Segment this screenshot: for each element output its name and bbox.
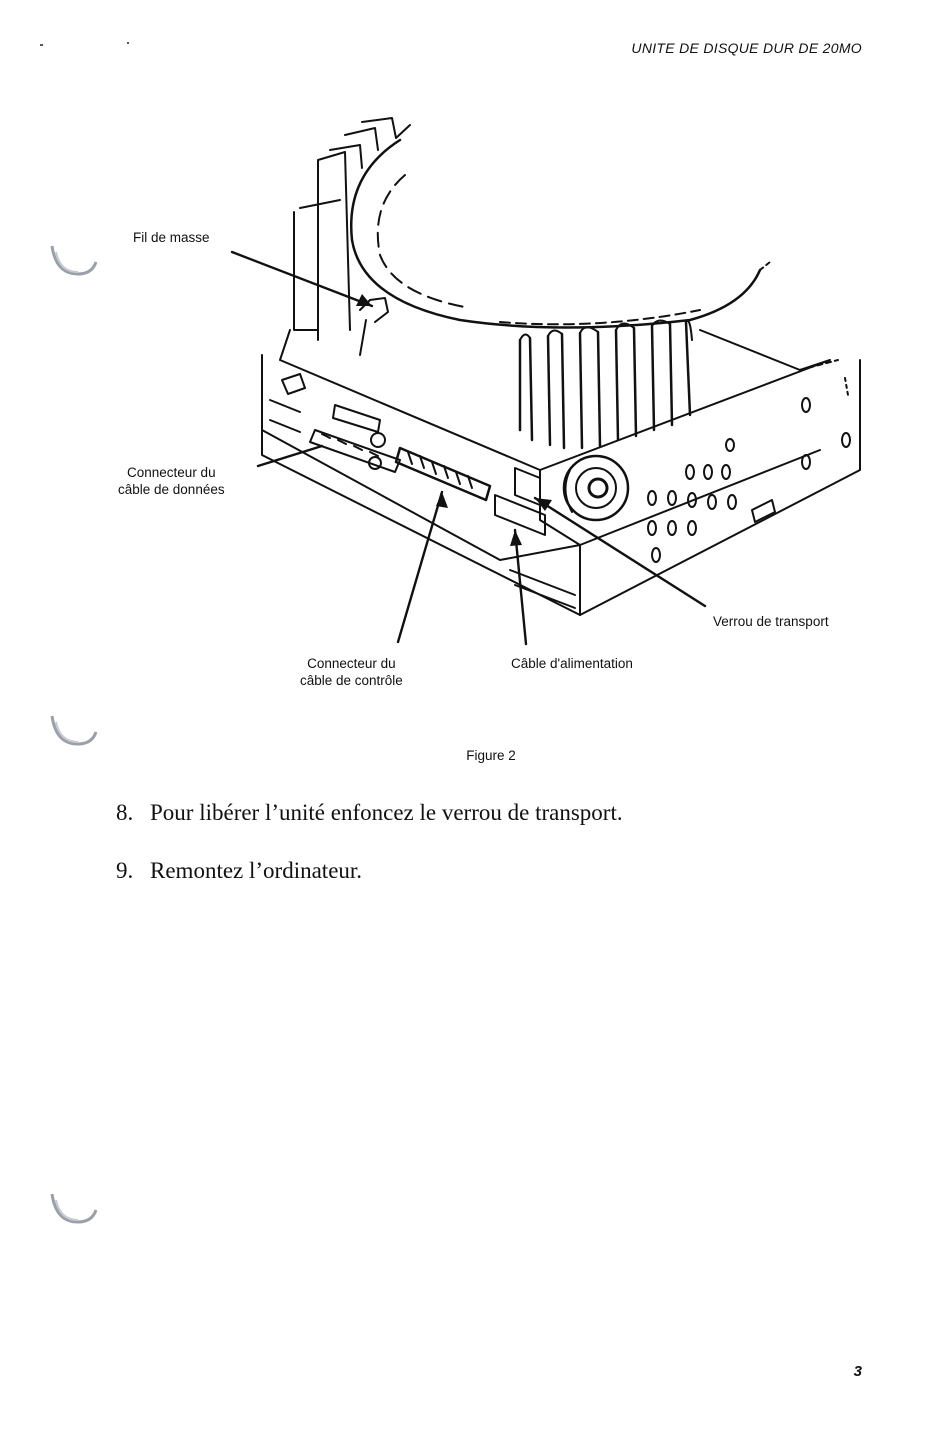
step-number: 8. — [116, 800, 150, 826]
binder-hole-icon — [46, 1190, 106, 1230]
step-number: 9. — [116, 858, 150, 884]
page-number: 3 — [854, 1363, 862, 1380]
hard-drive-illustration — [0, 0, 950, 780]
step-9: 9.Remontez l’ordinateur. — [116, 858, 362, 884]
label-data-cable-connector: Connecteur du câble de données — [118, 464, 225, 498]
figure-caption: Figure 2 — [0, 748, 950, 763]
label-ground-wire: Fil de masse — [133, 229, 210, 246]
step-text: Remontez l’ordinateur. — [150, 858, 362, 883]
step-8: 8.Pour libérer l’unité enfoncez le verro… — [116, 800, 623, 826]
label-control-cable-connector: Connecteur du câble de contrôle — [300, 655, 403, 689]
step-text: Pour libérer l’unité enfoncez le verrou … — [150, 800, 623, 825]
label-shipping-lock: Verrou de transport — [713, 613, 829, 630]
label-power-cable: Câble d'alimentation — [511, 655, 633, 672]
